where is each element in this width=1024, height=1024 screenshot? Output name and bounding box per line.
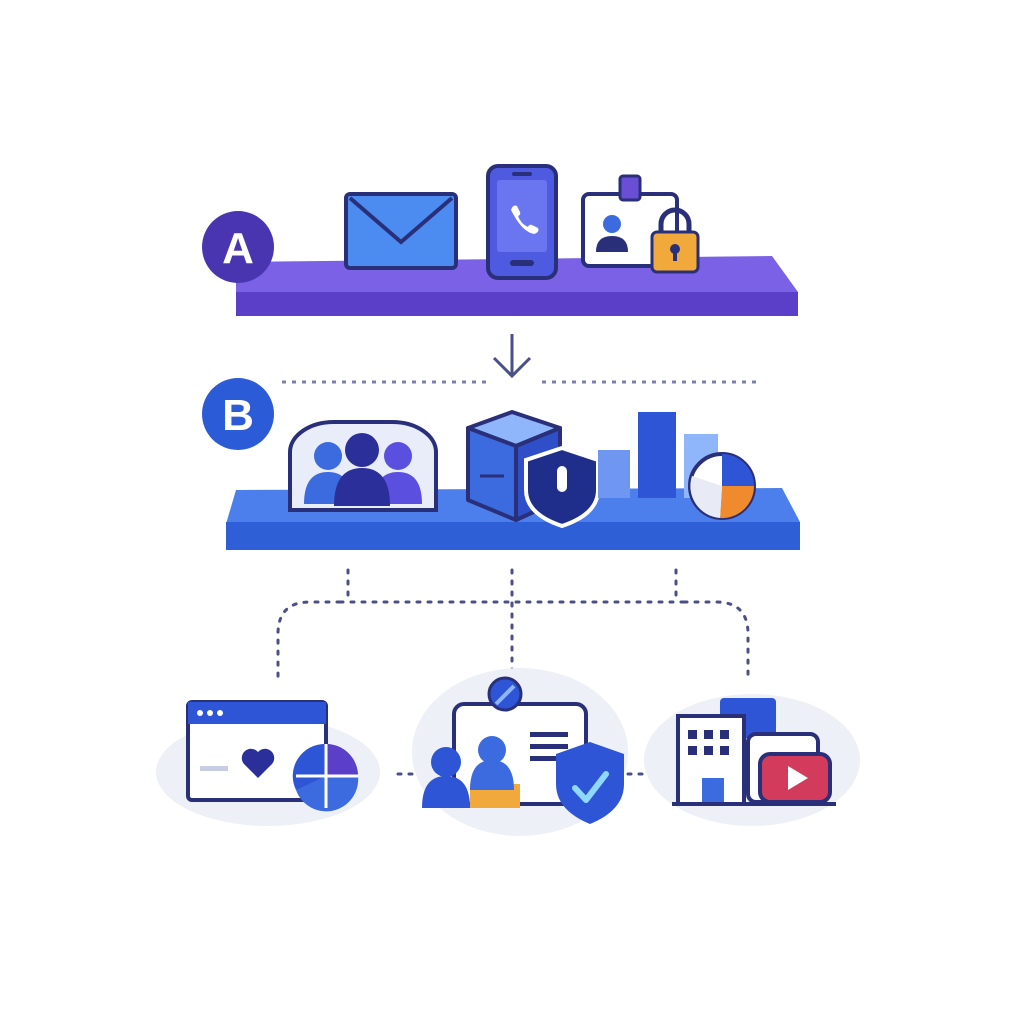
destination-identity	[412, 668, 628, 836]
shield-icon	[524, 445, 600, 529]
pie-chart-icon	[688, 452, 756, 520]
layer-b: B	[202, 378, 800, 550]
smartphone-icon	[486, 164, 558, 280]
layer-a: A	[202, 164, 798, 316]
video-play-icon	[746, 732, 832, 804]
envelope-icon	[344, 192, 458, 270]
phone-handset-icon	[511, 205, 539, 234]
layer-a-badge: A	[202, 211, 274, 283]
layer-b-badge-label: B	[222, 391, 254, 440]
pie-chart-icon	[292, 743, 359, 812]
layer-b-badge: B	[202, 378, 274, 450]
connector-lines	[276, 568, 750, 776]
avatar-icon	[487, 676, 523, 712]
heart-icon	[241, 748, 275, 778]
building-icon	[672, 698, 836, 806]
bar-chart-icon	[598, 412, 718, 498]
arrow-down-icon	[492, 334, 532, 379]
destination-business-media	[644, 694, 860, 826]
users-icon	[422, 736, 520, 808]
shield-check-icon	[556, 742, 624, 824]
layer-a-badge-label: A	[222, 224, 254, 273]
destination-web-analytics	[156, 700, 380, 826]
people-group-icon	[288, 420, 438, 512]
padlock-icon	[650, 207, 700, 274]
